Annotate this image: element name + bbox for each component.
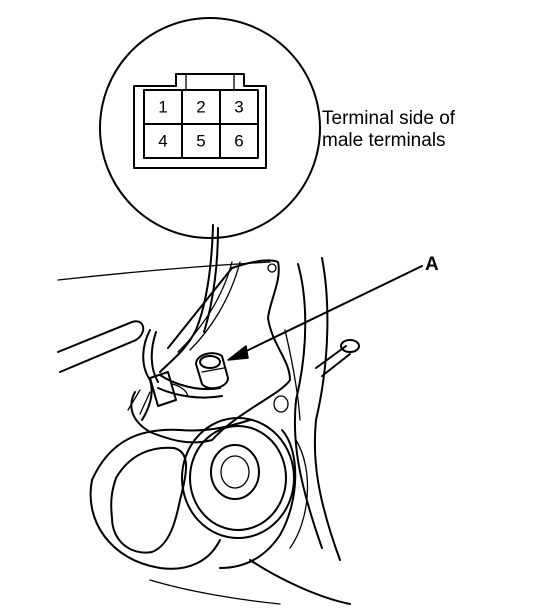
pin-5: 5 xyxy=(196,131,205,150)
pin-4: 4 xyxy=(158,131,167,150)
pin-2: 2 xyxy=(196,97,205,116)
pin-6: 6 xyxy=(234,131,243,150)
magnified-connector-view: 1 2 3 4 5 6 xyxy=(99,17,321,239)
caption-line-1: Terminal side of xyxy=(322,108,456,129)
callout-label-a: A xyxy=(425,254,439,275)
door-panel-illustration xyxy=(57,257,360,605)
caption-line-2: male terminals xyxy=(322,130,446,151)
callout-arrow-a xyxy=(227,265,423,361)
pin-1: 1 xyxy=(158,97,167,116)
wire-harness xyxy=(127,224,241,421)
connector-a xyxy=(195,352,229,390)
pin-3: 3 xyxy=(234,97,243,116)
